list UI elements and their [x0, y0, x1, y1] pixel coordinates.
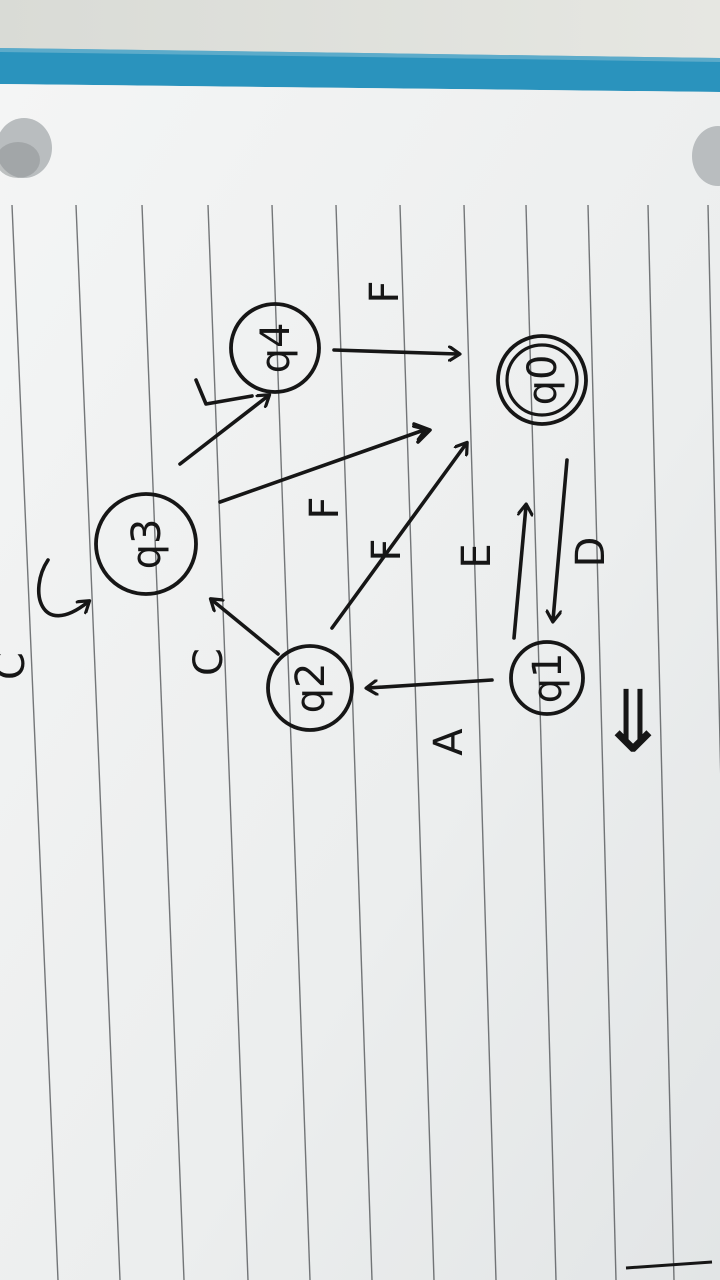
state-circle: [496, 334, 588, 426]
state-circle: [94, 492, 198, 596]
start-marker: ⇐: [581, 684, 681, 756]
stray-mark: [625, 1260, 713, 1270]
edge-q1-q0: [512, 506, 526, 640]
rule-line: [335, 204, 373, 1280]
rule-line: [75, 204, 121, 1280]
state-label: q3: [124, 519, 170, 570]
edge-q4-q0: [332, 350, 458, 354]
diagram-edges: [36, 350, 569, 688]
binder-strip-edge: [0, 48, 720, 62]
binder-hole-right: [692, 126, 720, 186]
paper-sheet: [0, 84, 720, 1280]
edge-q2-q3: [212, 600, 280, 656]
edge-label-q2-q3: C: [186, 648, 232, 676]
state-q2: q2: [266, 644, 354, 732]
rule-line: [207, 204, 249, 1280]
edge-q3-q0: [218, 430, 424, 504]
state-label: q4: [253, 323, 299, 374]
retraced-arrowhead: [412, 422, 432, 444]
edge-label-q0-q1: D: [568, 537, 614, 568]
diagram-states: q0 q1 q2 q3 q4: [94, 302, 588, 732]
state-q4: q4: [229, 302, 321, 394]
accepting-ring: [505, 343, 579, 417]
rule-line: [271, 204, 311, 1280]
rule-line: [647, 204, 675, 1280]
edge-label-q1-q0: E: [454, 543, 500, 568]
diagram-edge-labels: FFFDEACC: [0, 280, 614, 755]
edge-q3-q4: [178, 396, 268, 466]
edge-q2-q0: [330, 444, 466, 630]
state-circle: [229, 302, 321, 394]
edge-label-q4-q0: F: [362, 280, 408, 303]
retraced-arrowhead: [194, 378, 254, 406]
rule-line: [707, 204, 720, 774]
state-q3: q3: [94, 492, 198, 596]
rule-line: [587, 204, 617, 1280]
state-circle: [509, 640, 585, 716]
state-label: q1: [525, 653, 571, 704]
rule-line: [399, 204, 435, 1280]
rule-line: [525, 204, 557, 1280]
edge-label-q3-q3: C: [0, 652, 34, 680]
state-q0: q0: [496, 334, 588, 426]
rule-line: [141, 204, 185, 1280]
rule-line: [11, 204, 59, 1280]
state-label: q2: [288, 663, 334, 714]
edge-q0-q1: [553, 458, 569, 620]
state-q1: q1: [509, 640, 585, 716]
binder-hole-left-shadow: [0, 142, 40, 178]
edge-label-q3-q0: F: [302, 496, 348, 519]
ruled-lines: [11, 204, 720, 1280]
edge-label-q1-q2: A: [426, 728, 472, 756]
edge-q3-q3: [36, 558, 88, 618]
edge-q1-q2: [368, 678, 494, 688]
state-label: q0: [520, 355, 566, 406]
rule-line: [463, 204, 497, 1280]
edge-label-q2-q0: F: [364, 538, 410, 561]
state-circle: [266, 644, 354, 732]
